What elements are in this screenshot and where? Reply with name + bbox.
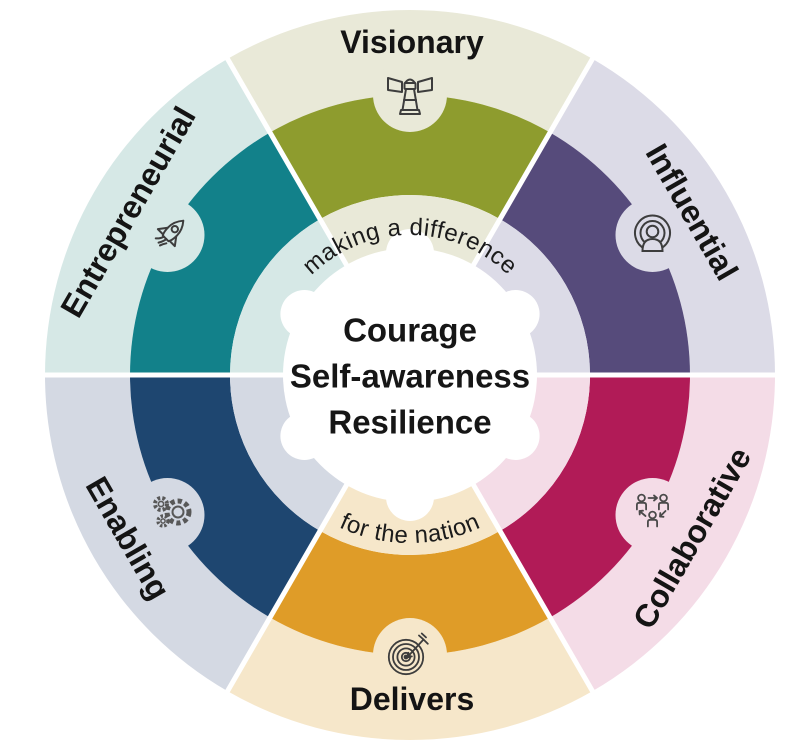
lighthouse-icon [387,77,433,115]
center-values: Courage Self-awareness Resilience [290,312,530,441]
collaborative-icon-notch [615,478,690,552]
segment-entrepreneurial-mid-ring [129,132,320,375]
segment-influential-mid-ring [500,132,690,375]
segment-enabling-mid-ring [130,375,320,618]
center-value-resilience: Resilience [328,404,491,441]
rocket-icon [154,219,185,248]
target-arrow-icon [387,632,429,676]
people-cycle-icon [636,493,669,528]
segment-separators [38,51,782,699]
icon-notches [130,58,690,692]
label-visionary: Visionary [340,24,484,60]
gears-icon [153,496,192,528]
center-value-self-awareness: Self-awareness [290,358,530,395]
label-delivers: Delivers [350,681,475,717]
broadcast-person-icon [634,214,671,252]
visionary-icon-notch [373,58,447,132]
center-value-courage: Courage [343,312,477,349]
center-disc [280,229,540,521]
entrepreneurial-icon-notch [130,198,205,272]
segment-visionary-mid-ring [270,94,550,220]
segment-collaborative-mid-ring [500,375,690,618]
segment-delivers-mid-ring [270,530,550,656]
